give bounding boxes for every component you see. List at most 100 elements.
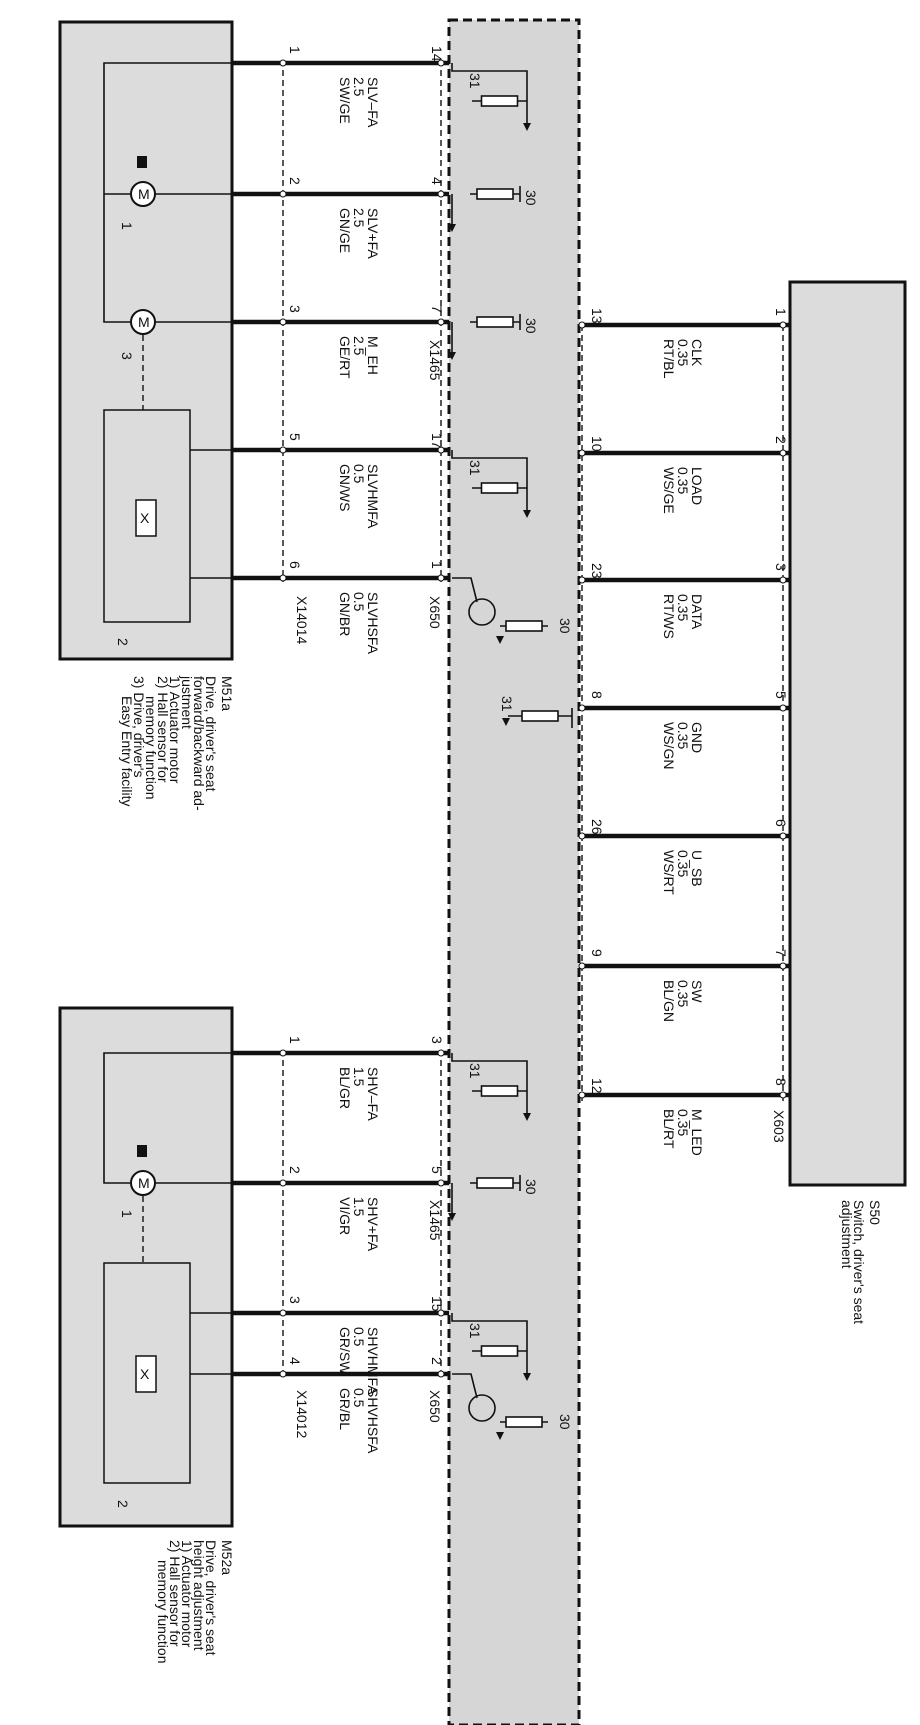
s50-wire-size: 0.35 bbox=[675, 339, 691, 366]
s50-switch-pin: 7 bbox=[773, 949, 789, 957]
s50-ecu-pin: 23 bbox=[589, 563, 605, 579]
m51a-ground-arrow bbox=[448, 352, 456, 360]
m51a-motor-pin: 6 bbox=[287, 561, 303, 569]
m52a-motor-pin: 1 bbox=[287, 1036, 303, 1044]
motor-label: M bbox=[138, 314, 150, 330]
m51a-description: 2) Hall sensor for bbox=[155, 676, 171, 783]
s50-wire-size: 0.35 bbox=[675, 850, 691, 877]
connector-x1465-label: X1465 bbox=[427, 340, 443, 381]
m52a-pin-marker bbox=[437, 1049, 445, 1057]
s50-pin-marker bbox=[779, 962, 787, 970]
m51a-ground-symbol bbox=[523, 123, 531, 131]
m52a-pin-marker bbox=[279, 1309, 287, 1317]
m52a-ecu-pin: 2 bbox=[429, 1357, 445, 1365]
s50-pin-marker bbox=[578, 449, 586, 457]
motor-icon bbox=[130, 1170, 156, 1196]
m51a-motor-pin: 3 bbox=[287, 305, 303, 313]
m51a-callout: 1 bbox=[119, 222, 135, 230]
m51a-signal-label: SLVHSFA bbox=[365, 592, 381, 655]
m51a-wire-size: 2.5 bbox=[351, 77, 367, 97]
m51a-signal-label: SLVHMFA bbox=[365, 464, 381, 529]
m51a-pin-marker bbox=[279, 190, 287, 198]
m51a-pin-marker bbox=[279, 446, 287, 454]
m52a-pin-marker bbox=[279, 1370, 287, 1378]
m51a-ecu-pin: 4 bbox=[429, 177, 445, 185]
s50-ecu-pin: 10 bbox=[589, 436, 605, 452]
m52a-motor-pin: 2 bbox=[287, 1166, 303, 1174]
m51a-description: Drive, driver's seat bbox=[203, 676, 219, 792]
s50-wire-color: RT/WS bbox=[661, 594, 677, 639]
m51a-description: justment bbox=[179, 675, 195, 729]
s50-pin-marker bbox=[578, 1091, 586, 1099]
motor-icon bbox=[130, 181, 156, 207]
s50-ecu-pin: 13 bbox=[589, 308, 605, 324]
connector-x650-label: X650 bbox=[427, 596, 443, 629]
m51a-description: memory function bbox=[143, 696, 159, 799]
m51a-callout: 3 bbox=[119, 352, 135, 360]
m51a-inner-loop bbox=[103, 62, 232, 323]
s50-wire-size: 0.35 bbox=[675, 722, 691, 749]
m51a-ref-potential: 31 bbox=[467, 73, 483, 89]
s50-pin-marker bbox=[578, 832, 586, 840]
m52a-callout: 1 bbox=[119, 1210, 135, 1218]
s50-signal-label: CLK bbox=[689, 339, 705, 367]
m51a-motor-pin: 1 bbox=[287, 46, 303, 54]
m52a-wire-size: 0.5 bbox=[351, 1327, 367, 1347]
hall-label: X bbox=[140, 510, 150, 526]
m51a-ref-potential: 31 bbox=[467, 460, 483, 476]
m51a-transistor-symbol bbox=[468, 598, 496, 626]
m51a-pin-marker bbox=[437, 190, 445, 198]
s50-wire-color: BL/GN bbox=[661, 980, 677, 1022]
m52a-pin-marker bbox=[437, 1370, 445, 1378]
m51a-transistor-lead bbox=[452, 577, 478, 603]
m52a-wire-color: GR/BL bbox=[337, 1388, 353, 1430]
m52a-pin-marker bbox=[279, 1179, 287, 1187]
m52a-ecu-pin: 5 bbox=[429, 1166, 445, 1174]
m51a-pin-marker bbox=[437, 574, 445, 582]
m51a-ecu-pin: 7 bbox=[429, 305, 445, 313]
m52a-description: 2) Hall sensor for bbox=[167, 1540, 183, 1647]
s50-pin-marker bbox=[779, 449, 787, 457]
component-m52a bbox=[58, 1006, 234, 1528]
m52a-pin-marker bbox=[279, 1049, 287, 1057]
m51a-pulldown-resistor bbox=[480, 482, 519, 494]
m51a-pin-marker bbox=[437, 59, 445, 67]
hall-sensor-icon bbox=[135, 499, 157, 537]
m52a-ecu-pin: 3 bbox=[429, 1036, 445, 1044]
m51a-description: 1) Actuator motor bbox=[167, 676, 183, 784]
m52a-wire-color: BL/GR bbox=[337, 1067, 353, 1109]
s50-wire-size: 0.35 bbox=[675, 467, 691, 494]
m52a-ref-potential: 31 bbox=[467, 1063, 483, 1079]
m52a-ref-potential: 30 bbox=[523, 1179, 539, 1195]
s50-switch-pin: 6 bbox=[773, 819, 789, 827]
motor-icon bbox=[130, 309, 156, 335]
motor-brake-icon bbox=[137, 156, 147, 168]
m52a-wire-size: 1.5 bbox=[351, 1197, 367, 1217]
m51a-pin-marker bbox=[279, 574, 287, 582]
m51a-ground-symbol bbox=[523, 510, 531, 518]
s50-wire-color: WS/GN bbox=[661, 722, 677, 769]
m51a-wire-size: 0.5 bbox=[351, 464, 367, 484]
m52a-ground-arrow bbox=[448, 1213, 456, 1221]
m52a-wire-size: 1.5 bbox=[351, 1067, 367, 1087]
m52a-description: memory function bbox=[155, 1560, 171, 1663]
s50-wire-size: 0.35 bbox=[675, 1109, 691, 1136]
connector-x650-label: X650 bbox=[427, 1390, 443, 1423]
m52a-wire-size: 0.5 bbox=[351, 1388, 367, 1408]
connector-x603-label: X603 bbox=[771, 1110, 787, 1143]
s50-wire-color: WS/GE bbox=[661, 467, 677, 514]
m51a-wire-size: 0.5 bbox=[351, 592, 367, 612]
m51a-ref-potential: 30 bbox=[557, 618, 573, 634]
m52a-ground-symbol bbox=[523, 1113, 531, 1121]
control-unit-body bbox=[447, 18, 581, 1725]
motor-brake-icon bbox=[137, 1145, 147, 1157]
s50-switch-pin: 2 bbox=[773, 436, 789, 444]
m52a-pullup-resistor bbox=[476, 1177, 514, 1189]
m51a-wire-size: 2.5 bbox=[351, 336, 367, 356]
m52a-motor-pin: 4 bbox=[287, 1357, 303, 1365]
component-s50 bbox=[788, 280, 907, 1187]
m52a-pulldown-lead bbox=[451, 1053, 528, 1113]
m51a-pulldown-lead bbox=[451, 63, 528, 123]
m51a-ecu-pin: 14 bbox=[429, 46, 445, 62]
m51a-pulldown-resistor bbox=[480, 95, 519, 107]
